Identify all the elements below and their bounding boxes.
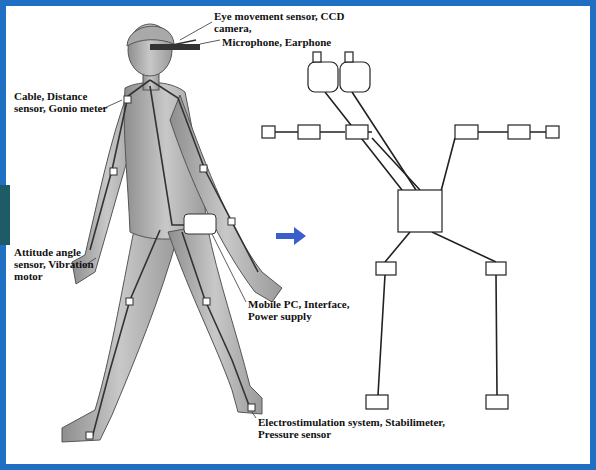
edge-mark <box>0 185 10 245</box>
schematic-boxes <box>262 52 559 409</box>
sensor-units <box>86 96 255 439</box>
callout-label: Microphone, Earphone <box>222 36 362 48</box>
callout-label: Eye movement sensor, CCD camera, <box>214 10 364 34</box>
sensor-cables <box>90 40 258 438</box>
walking-figure <box>62 24 282 442</box>
headset-bar <box>150 44 200 50</box>
callout-label: Electrostimulation system, Stabilimeter,… <box>258 416 458 440</box>
callout-label: Mobile PC, Interface, Power supply <box>248 298 358 322</box>
schematic <box>275 92 546 395</box>
arrow-symbol <box>276 227 306 245</box>
leader-lines <box>84 22 256 418</box>
callout-label: Attitude angle sensor, Vibration motor <box>14 246 110 282</box>
callout-label: Cable, Distance sensor, Gonio meter <box>14 90 114 114</box>
